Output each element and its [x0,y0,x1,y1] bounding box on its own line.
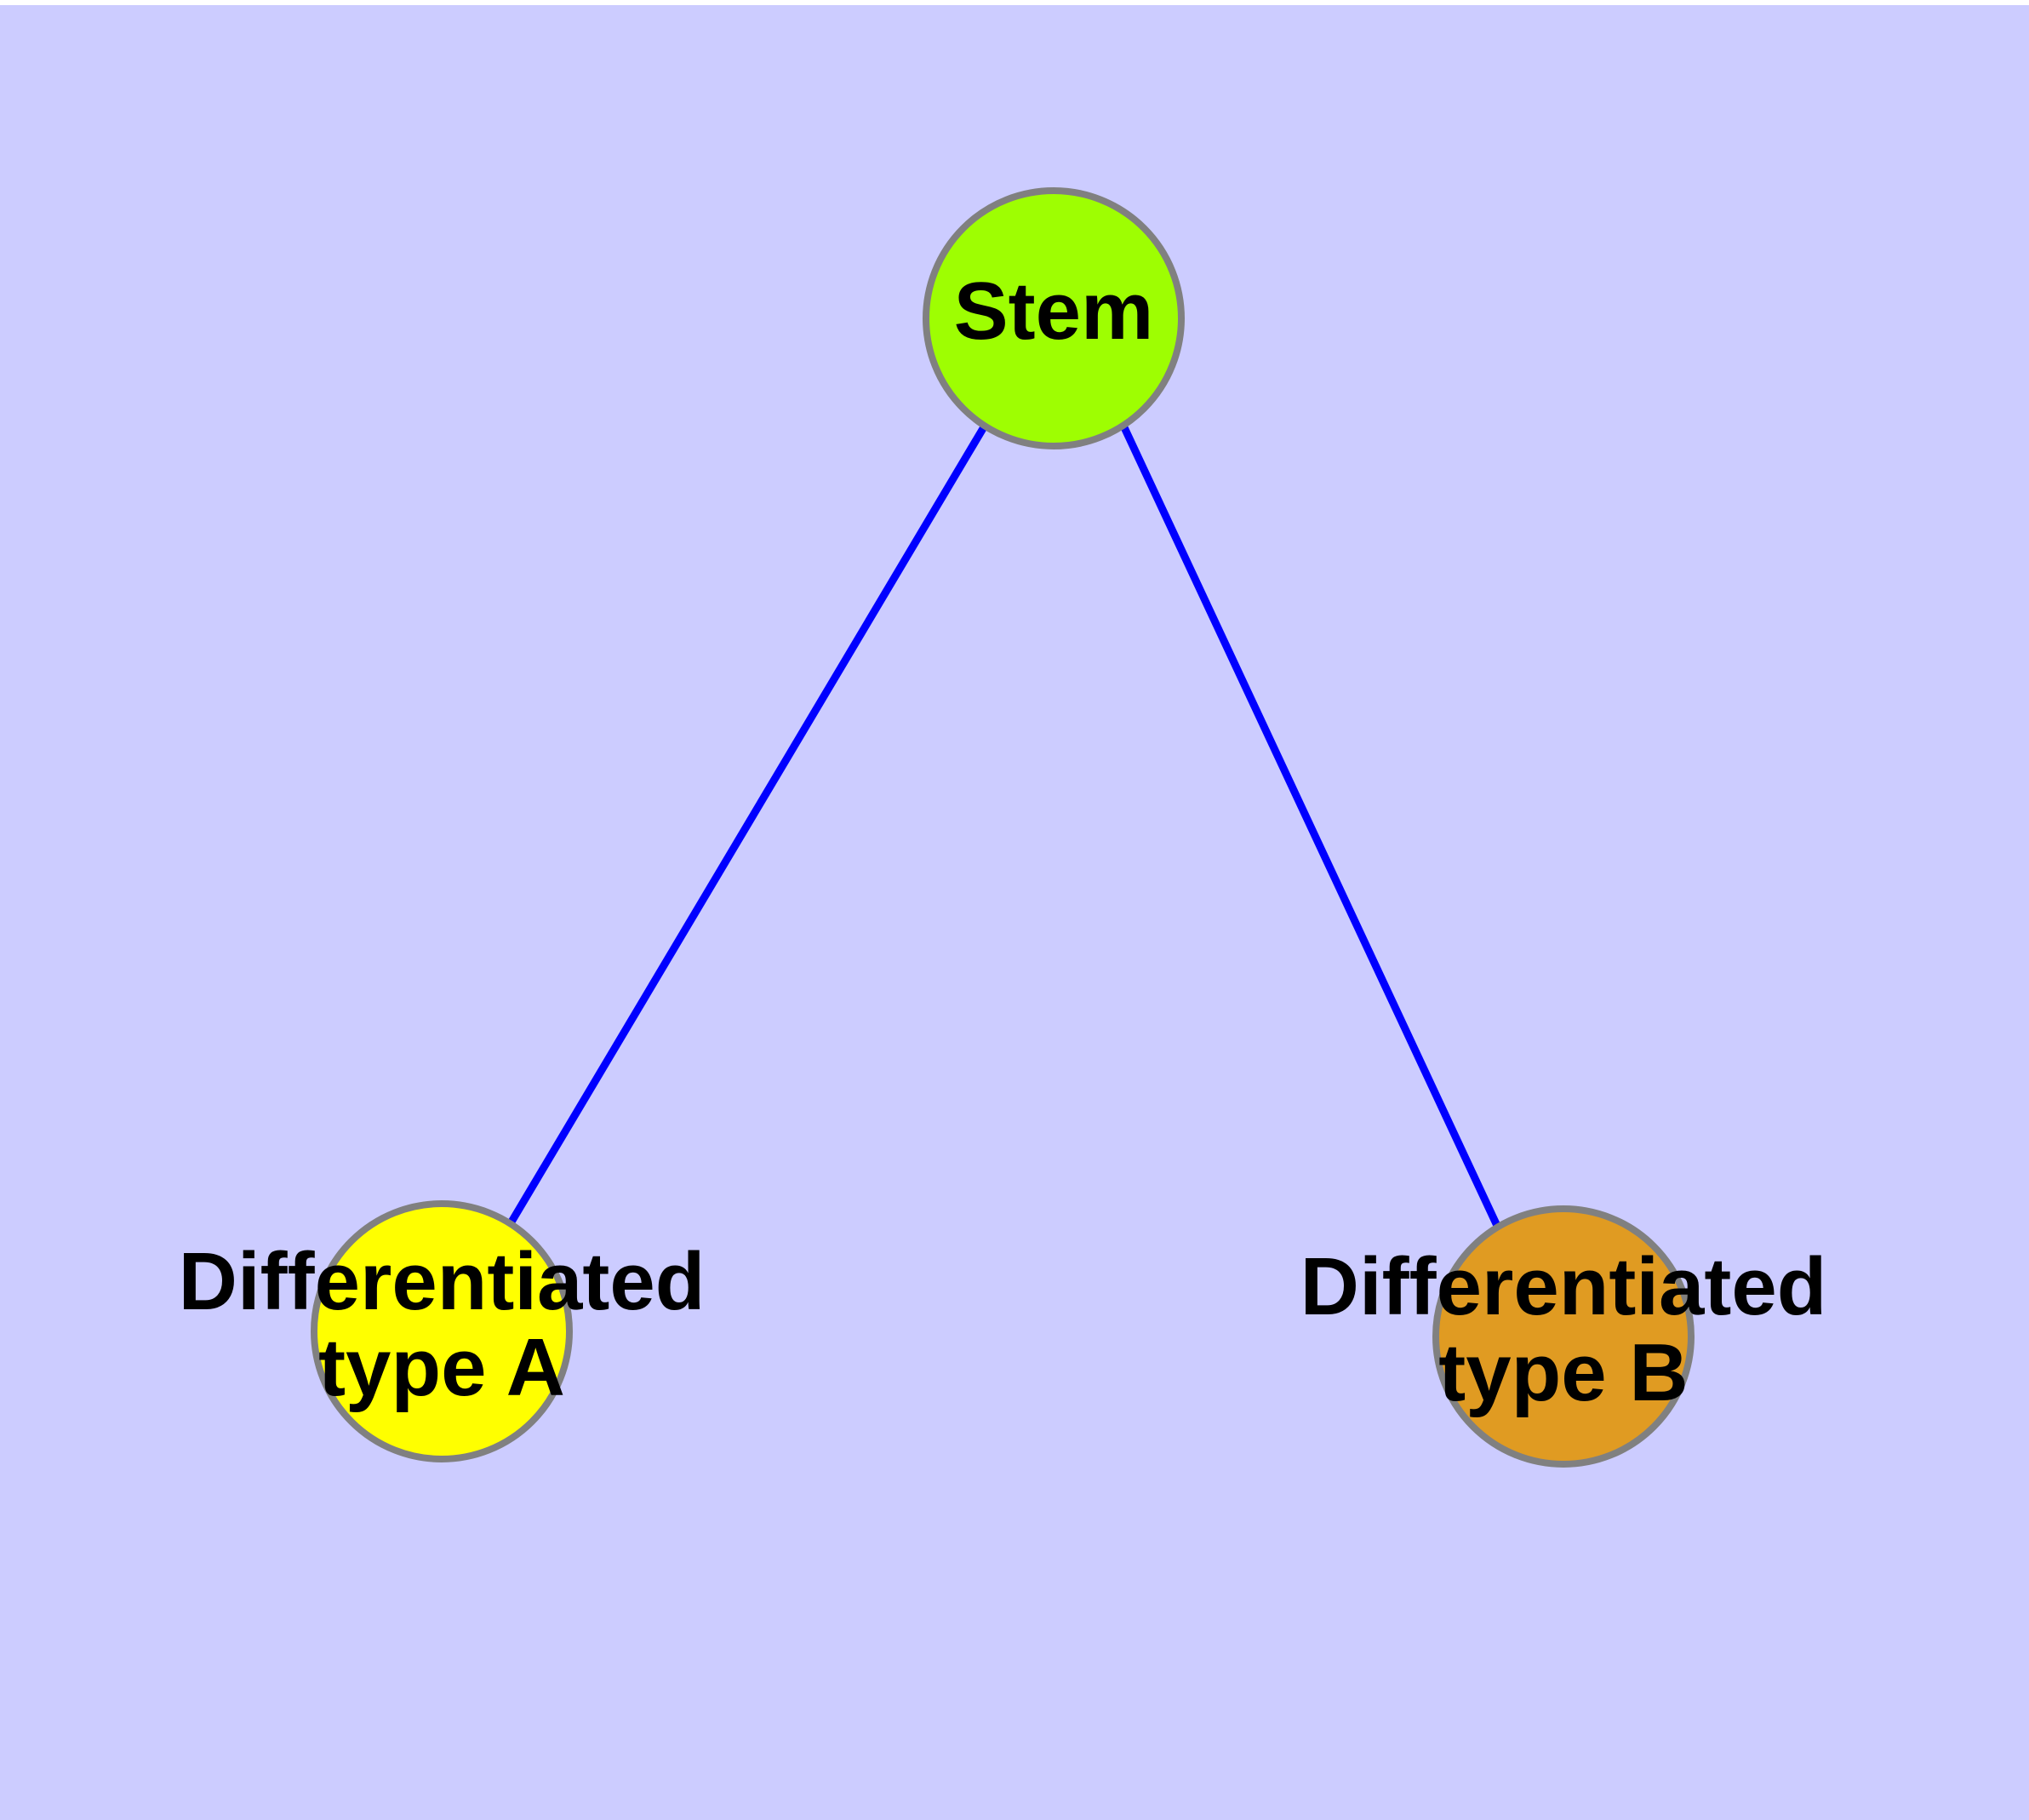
edge-stem-to-type-a[interactable] [507,423,988,1226]
edge-stem-to-type-b[interactable] [1119,424,1502,1229]
node-stem[interactable] [923,187,1185,449]
node-type-b[interactable] [1432,1205,1695,1468]
node-type-a[interactable] [311,1200,573,1462]
